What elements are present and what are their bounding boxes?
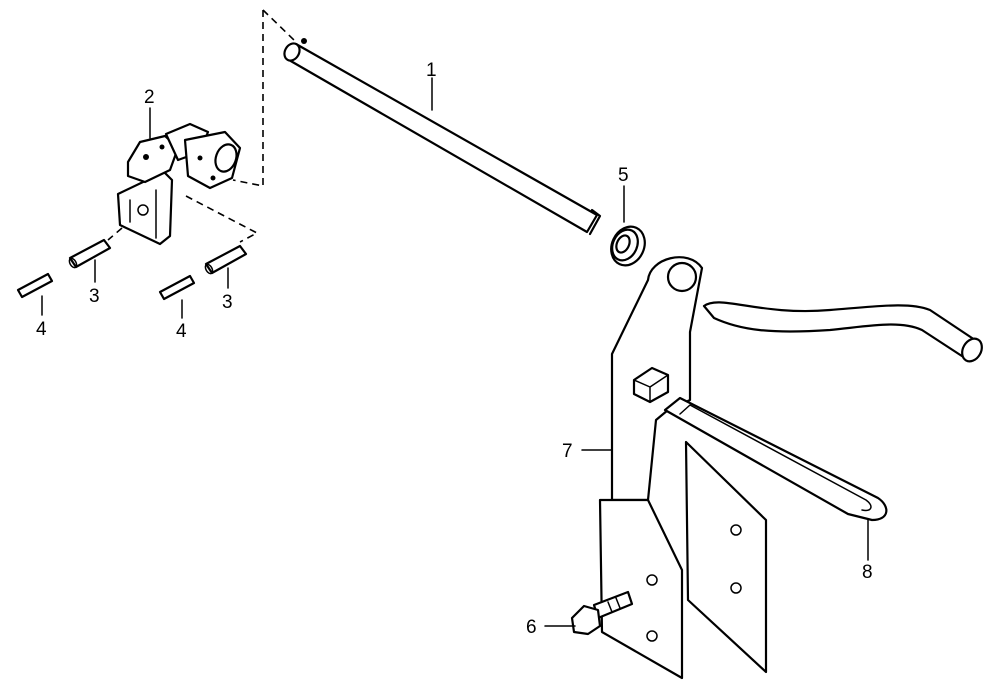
callout-7: 7 (562, 441, 573, 462)
callout-3a: 3 (89, 286, 100, 307)
callouts: 1 2 3 3 4 4 5 6 7 8 (36, 60, 873, 638)
part-1-shaft (283, 38, 602, 236)
callout-3b: 3 (222, 292, 233, 313)
callout-2: 2 (144, 87, 155, 108)
callout-1: 1 (426, 60, 437, 81)
callout-8: 8 (862, 562, 873, 583)
part-5-bushing (610, 225, 646, 267)
callout-6: 6 (526, 617, 537, 638)
callout-4b: 4 (176, 321, 187, 342)
part-4-pin-left (16, 272, 54, 299)
part-3-sleeve-right (204, 244, 248, 275)
callout-5: 5 (618, 165, 629, 186)
leader-lines (41, 77, 869, 627)
part-6-bolt (570, 590, 634, 636)
part-4-pin-right (158, 274, 196, 301)
part-8-handle (663, 301, 983, 522)
part-3-sleeve-left (68, 238, 112, 269)
assembly-guide-lines (107, 9, 295, 243)
part-2-universal-joint (116, 122, 242, 246)
callout-4a: 4 (36, 319, 47, 340)
